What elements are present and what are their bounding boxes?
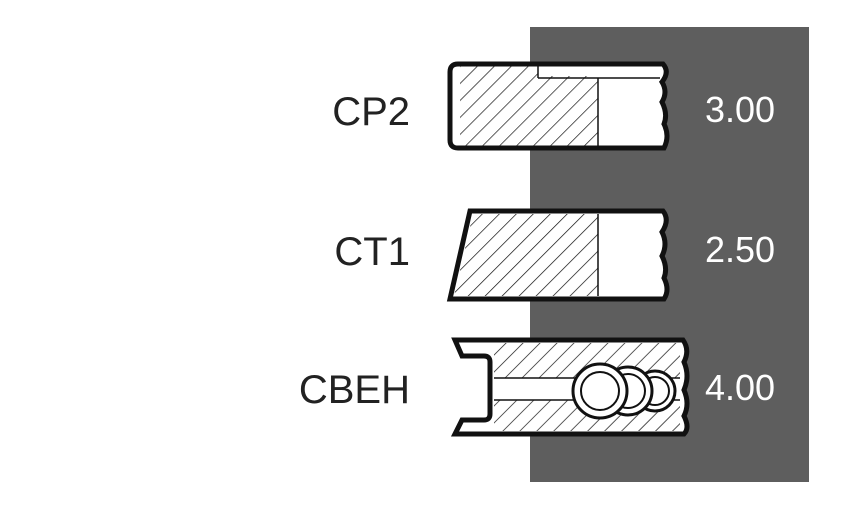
ring-label-cp2: CP2	[332, 90, 410, 134]
ring-profile-cp2	[447, 61, 670, 151]
ring-value-ct1: 2.50	[705, 229, 776, 270]
ring-value-cp2: 3.00	[705, 89, 776, 130]
ring-label-cbeh: CBEH	[298, 368, 410, 412]
ring-profile-cbeh	[450, 337, 690, 437]
ring-value-cbeh: 4.00	[705, 367, 776, 408]
ring-label-ct1: CT1	[334, 230, 410, 274]
ring-profile-ct1	[446, 208, 670, 302]
